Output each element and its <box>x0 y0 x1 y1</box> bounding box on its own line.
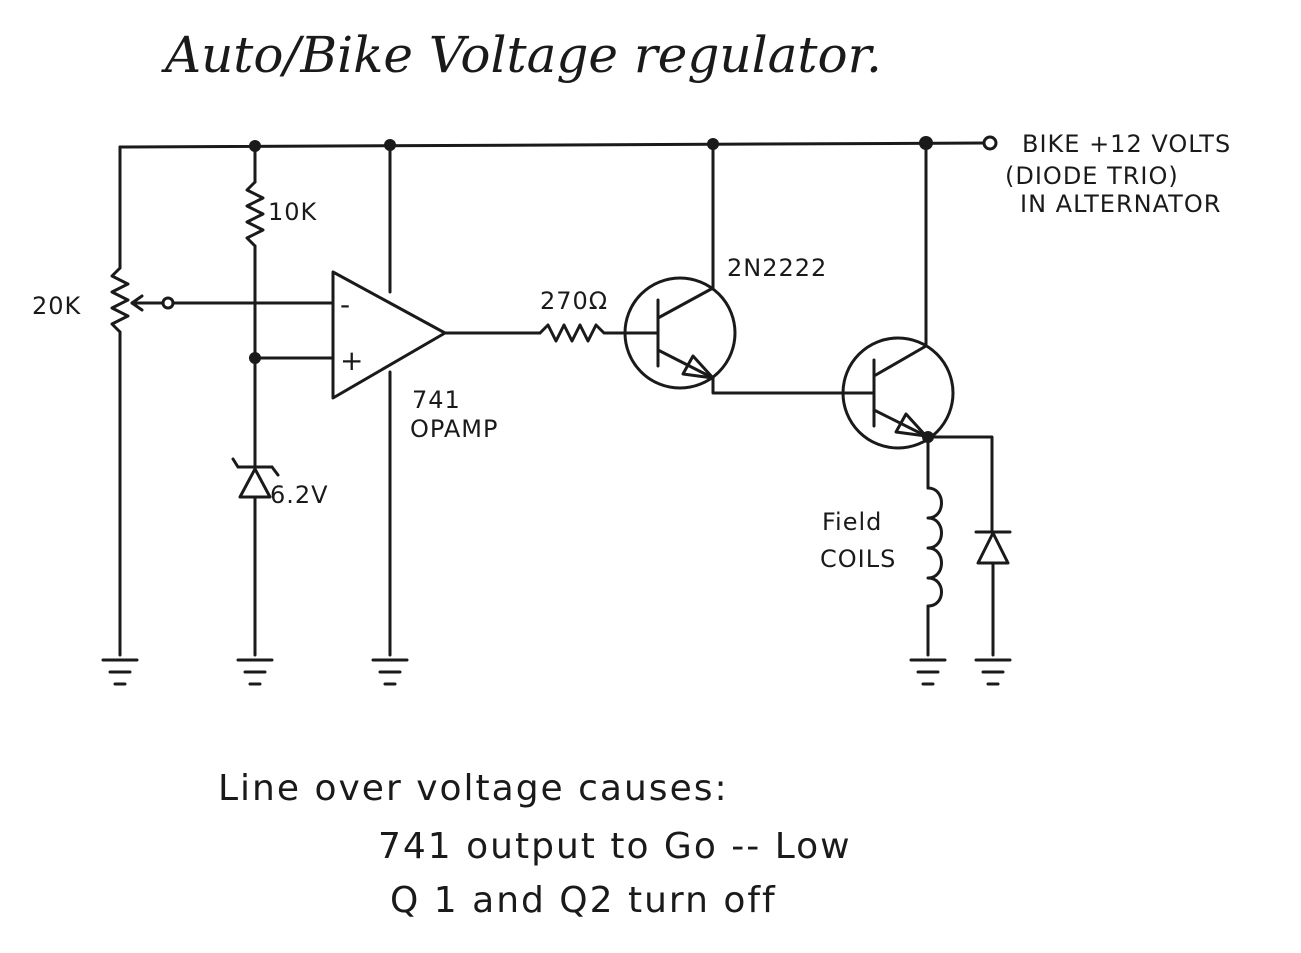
diagram-title: Auto/Bike Voltage regulator. <box>161 26 882 84</box>
supply-label-diode-trio: (DIODE TRIO) <box>1005 162 1179 190</box>
zener-label: 6.2V <box>270 481 329 509</box>
transistor-q1 <box>623 142 852 395</box>
inverting-input-sign: - <box>340 288 350 321</box>
ground-coils <box>909 658 947 686</box>
ground-diode <box>974 658 1012 686</box>
flyback-diode <box>926 435 1012 657</box>
opamp-label-number: 741 <box>412 386 461 414</box>
transistor-q2 <box>841 141 955 450</box>
transistor-q1-label: 2N2222 <box>727 254 827 282</box>
opamp-label-type: OPAMP <box>410 415 498 443</box>
supply-label: BIKE +12 VOLTS <box>1022 130 1231 158</box>
zener-diode <box>231 457 280 657</box>
resistor-270 <box>538 323 632 343</box>
supply-rail <box>118 135 998 152</box>
resistor-270-label: 270Ω <box>540 287 608 315</box>
supply-label-alternator: IN ALTERNATOR <box>1020 190 1221 218</box>
potentiometer-label: 20K <box>32 292 82 320</box>
noninverting-input-sign: + <box>340 344 363 377</box>
field-coils <box>926 435 943 657</box>
ground-opamp <box>371 658 409 686</box>
note-line-3: Q 1 and Q2 turn off <box>390 880 777 921</box>
opamp-741: - + <box>331 143 542 657</box>
note-line-1: Line over voltage causes: <box>218 768 729 809</box>
resistor-10k <box>245 144 335 467</box>
supply-terminal <box>982 135 998 151</box>
note-line-2: 741 output to Go -- Low <box>378 826 852 867</box>
potentiometer-20k <box>110 145 335 657</box>
coil-label-coils: COILS <box>820 545 896 573</box>
ground-zener <box>236 658 274 686</box>
coil-label-field: Field <box>822 508 882 536</box>
resistor-10k-label: 10K <box>268 198 318 226</box>
ground-pot <box>101 658 139 686</box>
